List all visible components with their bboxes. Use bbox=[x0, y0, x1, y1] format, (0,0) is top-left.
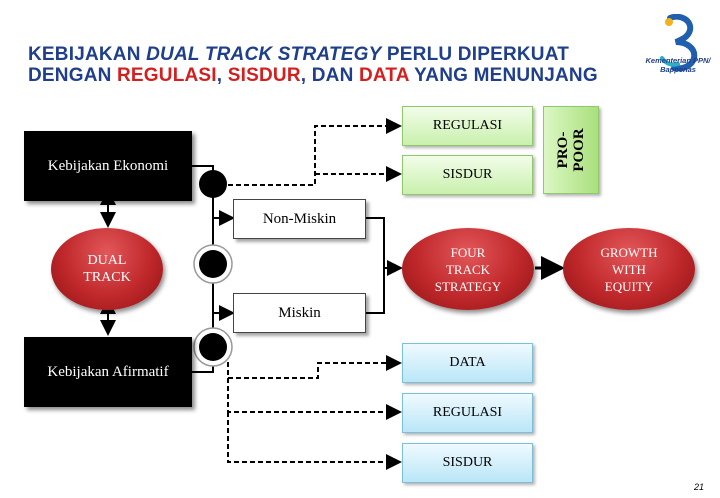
junction-dot bbox=[199, 250, 227, 278]
miskin-box: Miskin bbox=[233, 293, 366, 333]
kebijakan-ekonomi-box: Kebijakan Ekonomi bbox=[24, 131, 192, 201]
kebijakan-afirmatif-box: Kebijakan Afirmatif bbox=[24, 337, 192, 407]
junction-dot bbox=[199, 170, 227, 198]
regulasi-bottom-box: REGULASI bbox=[402, 393, 533, 433]
page-title: KEBIJAKAN DUAL TRACK STRATEGY PERLU DIPE… bbox=[28, 44, 628, 86]
pro-poor-box: PRO- POOR bbox=[543, 106, 599, 194]
data-box: DATA bbox=[402, 343, 533, 383]
four-track-strategy-ellipse: FOUR TRACK STRATEGY bbox=[402, 228, 534, 310]
title-line-2: DENGAN REGULASI, SISDUR, DAN DATA YANG M… bbox=[28, 65, 598, 86]
sisdur-bottom-box: SISDUR bbox=[402, 443, 533, 483]
title-line-1: KEBIJAKAN DUAL TRACK STRATEGY PERLU DIPE… bbox=[28, 44, 570, 65]
regulasi-top-box: REGULASI bbox=[402, 106, 533, 146]
logo-text: Kementerian PPN/ Bappenas bbox=[645, 56, 711, 74]
bappenas-logo-icon bbox=[660, 14, 698, 72]
growth-with-equity-ellipse: GROWTH WITH EQUITY bbox=[563, 228, 695, 310]
dual-track-ellipse: DUAL TRACK bbox=[51, 228, 163, 310]
sisdur-top-box: SISDUR bbox=[402, 155, 533, 195]
page-number: 21 bbox=[694, 482, 705, 492]
non-miskin-box: Non-Miskin bbox=[233, 199, 366, 239]
junction-dot bbox=[199, 333, 227, 361]
